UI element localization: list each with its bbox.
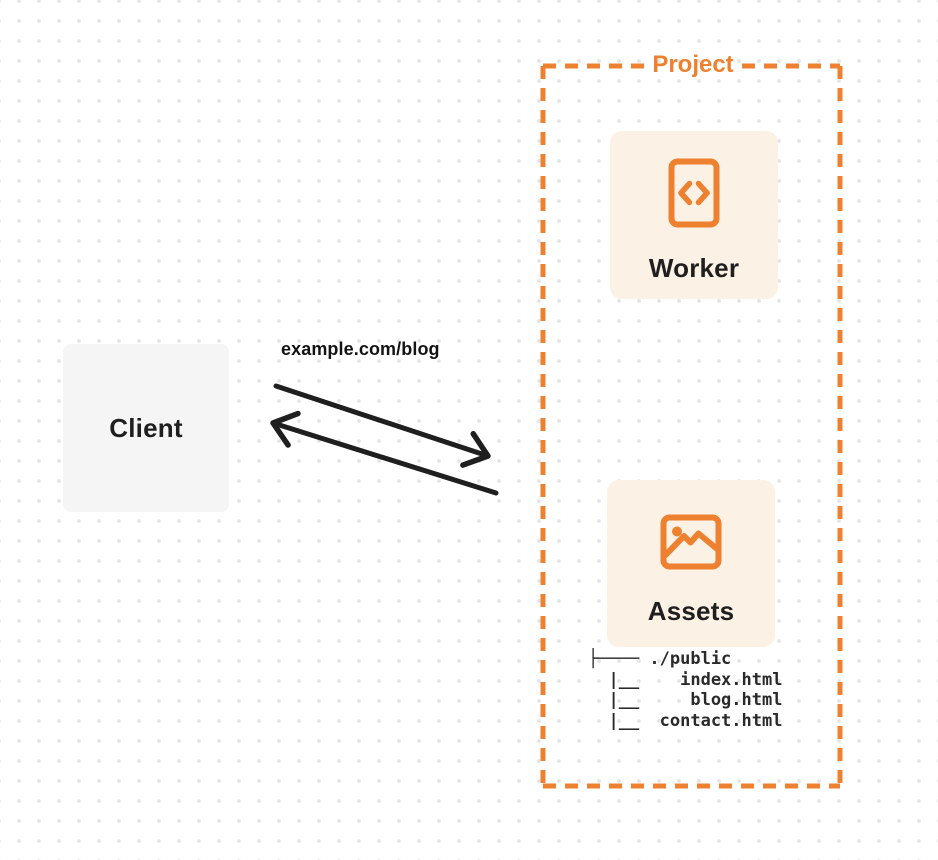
response-arrow — [270, 410, 499, 496]
file-tree: ├──── ./public |__ index.html |__ blog.h… — [588, 649, 783, 731]
image-icon — [660, 514, 722, 570]
code-file-icon — [668, 158, 720, 228]
client-label: Client — [109, 412, 183, 443]
client-node: Client — [63, 344, 229, 512]
worker-card: Worker — [610, 131, 778, 299]
assets-card: Assets — [607, 480, 775, 647]
assets-label: Assets — [647, 596, 735, 626]
project-label: Project — [652, 51, 734, 78]
worker-label: Worker — [648, 253, 740, 283]
request-url-label: example.com/blog — [281, 339, 440, 359]
project-boundary — [540, 63, 843, 789]
request-arrow — [273, 383, 491, 468]
